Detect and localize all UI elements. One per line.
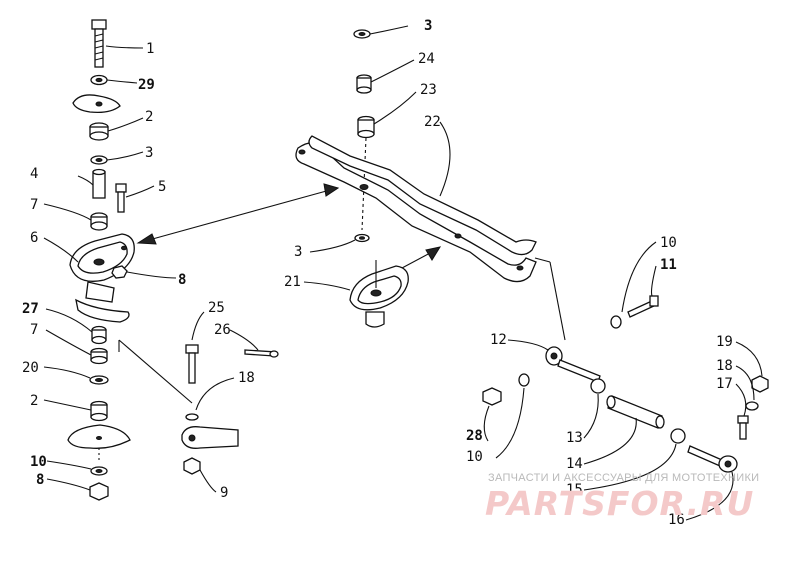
rod-end-part-16 xyxy=(687,445,738,473)
cross-brace-part-22 xyxy=(295,135,537,283)
callout-10b: 10 xyxy=(660,235,677,251)
tube-part-14 xyxy=(606,395,665,429)
callout-22: 22 xyxy=(424,114,441,130)
callout-5: 5 xyxy=(158,179,166,195)
washer-part-10c xyxy=(518,373,530,387)
rod-end-part xyxy=(181,426,239,449)
washer-part-18b xyxy=(745,401,759,411)
callout-2b: 2 xyxy=(30,393,38,409)
callout-17: 17 xyxy=(716,376,733,392)
watermark-logo: PARTSFOR.RU xyxy=(485,484,755,523)
right-linkage xyxy=(482,257,769,473)
callout-9: 9 xyxy=(220,485,228,501)
nut-part-8a xyxy=(111,265,128,279)
callout-26: 26 xyxy=(214,322,231,338)
callout-14: 14 xyxy=(566,456,583,472)
spacer-part-2 xyxy=(89,122,109,141)
rod-end-part-12 xyxy=(545,346,601,383)
callout-20: 20 xyxy=(22,360,39,376)
callout-16: 16 xyxy=(668,512,685,528)
bolt-part-5 xyxy=(115,183,127,213)
nut-part-13 xyxy=(590,378,606,394)
bolt-part-1 xyxy=(91,19,107,68)
callout-10c: 10 xyxy=(466,449,483,465)
callout-27: 27 xyxy=(22,301,39,317)
callout-18a: 18 xyxy=(238,370,255,386)
callout-18b: 18 xyxy=(716,358,733,374)
bushing-part-7 xyxy=(90,212,108,231)
callout-21: 21 xyxy=(284,274,301,290)
rod-end-assembly-lower xyxy=(118,339,279,475)
callout-29: 29 xyxy=(138,77,155,93)
nut-part-28 xyxy=(482,387,502,406)
callout-3a: 3 xyxy=(145,145,153,161)
callout-13: 13 xyxy=(566,430,583,446)
center-stack xyxy=(349,29,409,328)
nut-part-19 xyxy=(751,375,769,393)
bushing-part-27 xyxy=(91,325,107,345)
callout-2a: 2 xyxy=(145,109,153,125)
callout-11: 11 xyxy=(660,257,677,273)
callout-1: 1 xyxy=(146,41,154,57)
watermark-caption: ЗАПЧАСТИ И АКСЕССУАРЫ ДЛЯ МОТОТЕХНИКИ xyxy=(488,472,760,484)
callout-leaders xyxy=(43,25,763,521)
left-mount-stack xyxy=(67,19,135,501)
bushing-part-7b xyxy=(90,347,108,365)
bushing-part-24 xyxy=(356,74,372,94)
callout-23: 23 xyxy=(420,82,437,98)
callout-25: 25 xyxy=(208,300,225,316)
spacer-part-2b xyxy=(90,400,108,422)
callout-10a: 10 xyxy=(30,454,47,470)
callout-6: 6 xyxy=(30,230,38,246)
washer-part-18a xyxy=(185,413,199,421)
bolt-part-17 xyxy=(737,415,749,440)
callout-8a: 8 xyxy=(178,272,186,288)
callout-7b: 7 xyxy=(30,322,38,338)
bushing-part-23 xyxy=(357,115,375,139)
callout-19: 19 xyxy=(716,334,733,350)
callout-3b: 3 xyxy=(424,18,432,34)
callout-8b: 8 xyxy=(36,472,44,488)
engine-mount-part-21 xyxy=(349,260,409,328)
washer-part-10b xyxy=(610,315,622,329)
assembly-arrows xyxy=(136,183,442,269)
callout-15: 15 xyxy=(566,482,583,498)
nut-part-8b xyxy=(89,482,109,501)
bolt-part-11 xyxy=(627,295,659,318)
callout-28: 28 xyxy=(466,428,483,444)
callout-24: 24 xyxy=(418,51,435,67)
callout-labels: 1 29 2 3 4 5 7 6 8 27 7 20 2 10 8 25 26 … xyxy=(22,18,733,528)
nut-part-15 xyxy=(670,428,686,444)
callout-12: 12 xyxy=(490,332,507,348)
callout-3c: 3 xyxy=(294,244,302,260)
callout-4: 4 xyxy=(30,166,38,182)
sleeve-part-4 xyxy=(92,168,106,199)
callout-7a: 7 xyxy=(30,197,38,213)
nut-part-9 xyxy=(183,457,201,475)
engine-mount-part-6 xyxy=(69,233,135,323)
